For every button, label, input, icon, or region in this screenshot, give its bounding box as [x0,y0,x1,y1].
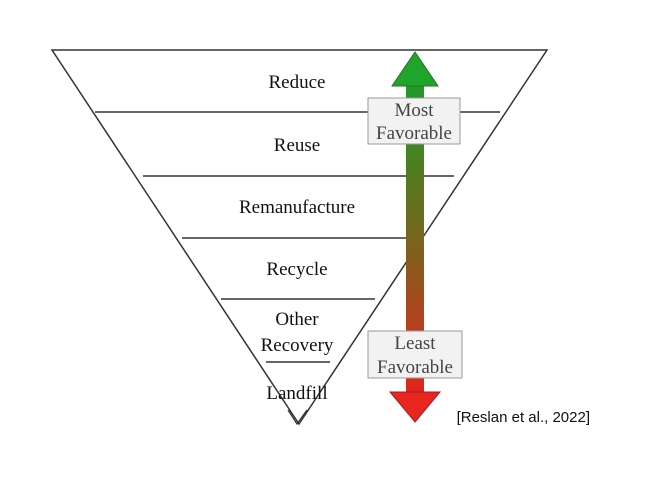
arrow-head-down [388,391,442,423]
least-favorable-line2: Favorable [377,357,453,378]
arrow-shaft [406,86,424,392]
most-favorable-line2: Favorable [376,123,452,144]
favorability-arrow [388,51,442,423]
tier-label-landfill: Landfill [266,383,327,404]
most-favorable-label: Most Favorable [367,97,461,145]
arrow-head-up [391,51,439,87]
most-favorable-line1: Most [394,100,434,121]
tier-label-reduce: Reduce [269,72,326,93]
tier-label-recycle: Recycle [266,259,327,280]
tier-label-other: Other [275,309,319,330]
pyramid-tip [287,409,308,426]
least-favorable-label: Least Favorable [367,330,463,379]
least-favorable-line1: Least [394,333,436,354]
citation: [Reslan et al., 2022] [457,409,590,426]
tier-label-remanufacture: Remanufacture [239,197,355,218]
pyramid-outline [50,49,549,426]
tier-label-recovery: Recovery [261,335,334,356]
tier-label-reuse: Reuse [274,135,320,156]
